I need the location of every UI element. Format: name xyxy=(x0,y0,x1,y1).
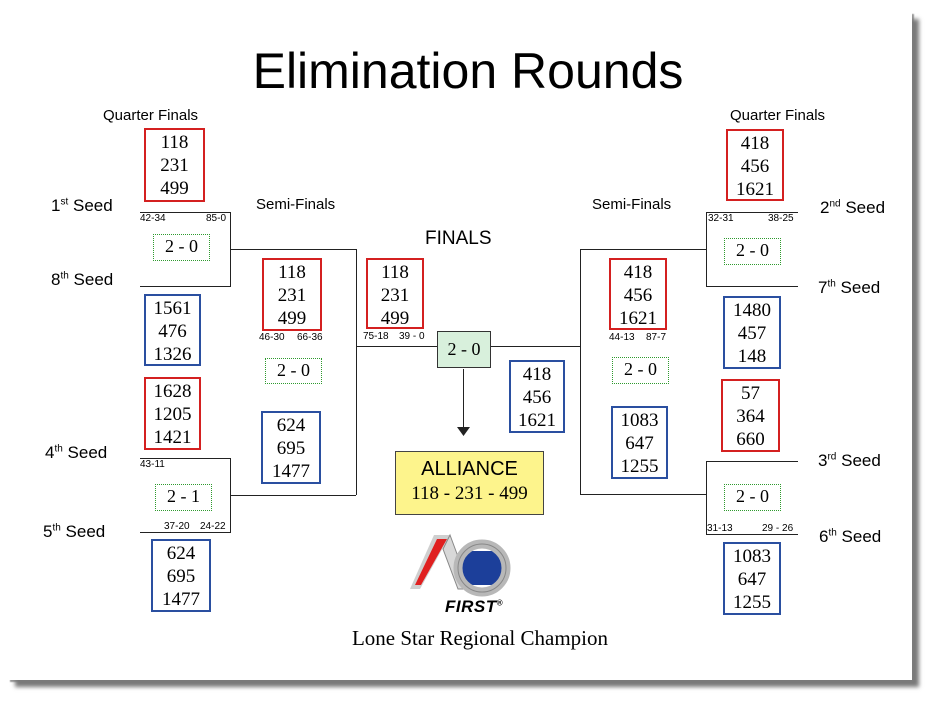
seed-5-label: 5th Seed xyxy=(43,522,106,541)
footer-caption: Lone Star Regional Champion xyxy=(351,626,609,650)
bracket-line xyxy=(580,249,581,494)
match-score: 24-22 xyxy=(200,521,226,532)
series-score-qf-left-top: 2 - 0 xyxy=(153,234,210,261)
sf-right-label: Semi-Finals xyxy=(592,196,672,213)
match-score: 31-13 xyxy=(707,523,733,534)
match-score: 87-7 xyxy=(646,332,667,343)
bracket-line xyxy=(230,249,356,250)
seed-7-label: 7th Seed xyxy=(818,278,881,297)
bracket-line xyxy=(706,286,798,287)
bracket-line xyxy=(140,286,231,287)
bracket-line xyxy=(706,212,707,286)
bracket-line xyxy=(706,461,798,462)
qf-right-label: Quarter Finals xyxy=(730,107,826,124)
page-title: Elimination Rounds xyxy=(252,43,684,99)
bracket-line xyxy=(491,346,580,347)
match-score: 85-0 xyxy=(206,213,227,224)
bracket-line xyxy=(706,461,707,534)
match-score: 38-25 xyxy=(768,213,794,224)
finals-label: FINALS xyxy=(425,228,492,249)
series-score-sf-left: 2 - 0 xyxy=(265,358,322,384)
champion-heading: ALLIANCE xyxy=(421,458,518,480)
series-score-qf-right-bottom: 2 - 0 xyxy=(724,484,781,511)
series-score-finals: 2 - 0 xyxy=(437,331,491,368)
bracket-line xyxy=(580,494,706,495)
qf-left-label: Quarter Finals xyxy=(103,107,199,124)
seed-3-label: 3rd Seed xyxy=(818,451,881,470)
seed-1-label: 1st Seed xyxy=(51,196,113,215)
arrow-down-icon xyxy=(457,427,470,436)
bracket-line xyxy=(230,495,356,496)
match-score: 32-31 xyxy=(708,213,734,224)
bracket-line xyxy=(706,212,798,213)
match-score: 66-36 xyxy=(297,332,323,343)
first-logo-text: FIRST® xyxy=(445,597,504,616)
match-score: 39 - 0 xyxy=(399,331,425,342)
seed-4-label: 4th Seed xyxy=(45,443,108,462)
bracket-line xyxy=(356,249,357,495)
sf-left-label: Semi-Finals xyxy=(256,196,336,213)
bracket-line xyxy=(580,249,706,250)
bracket-line xyxy=(140,458,231,459)
seed-6-label: 6th Seed xyxy=(819,527,882,546)
first-logo-icon xyxy=(410,533,511,597)
bracket-line xyxy=(140,212,231,213)
match-score: 29 - 26 xyxy=(762,523,794,534)
champion-teams: 118 - 231 - 499 xyxy=(411,483,528,504)
match-score: 42-34 xyxy=(140,213,166,224)
match-score: 75-18 xyxy=(363,331,389,342)
bracket-line xyxy=(140,532,231,533)
seed-8-label: 8th Seed xyxy=(51,270,114,289)
series-score-sf-right: 2 - 0 xyxy=(612,357,669,384)
match-score: 43-11 xyxy=(140,459,165,470)
match-score: 37-20 xyxy=(164,521,190,532)
series-score-qf-right-top: 2 - 0 xyxy=(724,238,781,265)
arrow-line xyxy=(463,369,464,429)
bracket-line xyxy=(356,346,438,347)
bracket-line xyxy=(706,534,798,535)
match-score: 46-30 xyxy=(259,332,285,343)
series-score-qf-left-bottom: 2 - 1 xyxy=(155,484,212,511)
champion-box: ALLIANCE 118 - 231 - 499 xyxy=(395,451,544,515)
seed-2-label: 2nd Seed xyxy=(820,198,886,217)
match-score: 44-13 xyxy=(609,332,635,343)
